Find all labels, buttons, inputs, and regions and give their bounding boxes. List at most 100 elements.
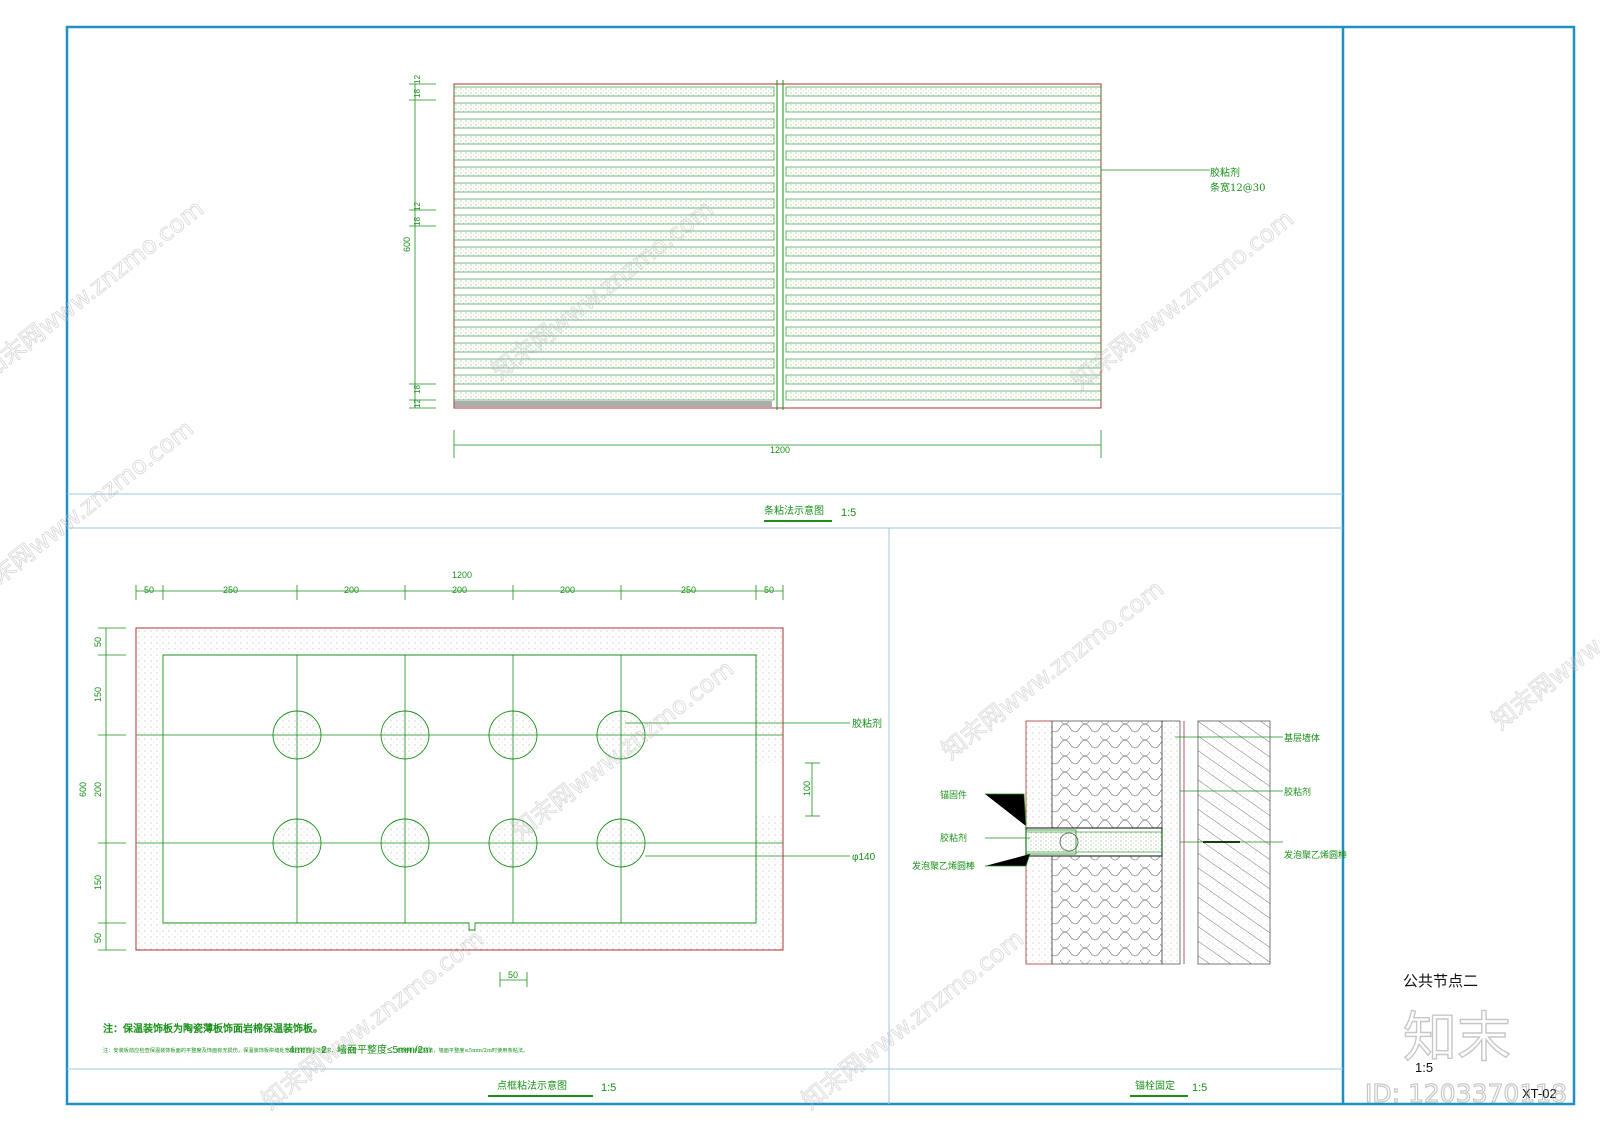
glue-strip bbox=[453, 262, 775, 273]
sheet-number: XT-02 bbox=[1522, 1086, 1557, 1101]
glue-strip bbox=[785, 358, 1102, 369]
note-small-d: 时使用点框粘法，墙面平整度≤5mm/2m时使用条粘法。 bbox=[397, 1046, 528, 1054]
dot-top-dimensions bbox=[135, 585, 784, 600]
glue-strip bbox=[785, 246, 1102, 257]
glue-strip bbox=[453, 230, 775, 241]
dim-dot-1200: 1200 bbox=[452, 570, 472, 580]
watermark-site-text: 知末网www.znzmo.com bbox=[796, 924, 1029, 1114]
top-view-title: 条粘法示意图 bbox=[764, 504, 824, 517]
glue-strip bbox=[785, 214, 1102, 225]
glue-dot bbox=[272, 818, 322, 868]
glue-strip bbox=[453, 166, 775, 177]
dim-dot-top-6: 50 bbox=[764, 585, 774, 595]
dim-top-18b: 18 bbox=[413, 217, 422, 226]
watermark-site-text: 知末网www.znzmo.com bbox=[1486, 544, 1600, 734]
dim-top-18a: 18 bbox=[413, 89, 422, 98]
dim-dot-left-600: 600 bbox=[78, 782, 88, 797]
dot-bottom-dimension bbox=[499, 972, 528, 987]
label-base-wall: 基层墙体 bbox=[1284, 732, 1320, 744]
dim-dot-top-2: 200 bbox=[344, 585, 359, 595]
callout-glue-dot: 胶粘剂 bbox=[852, 717, 882, 730]
glue-strip bbox=[785, 390, 1102, 401]
glue-dot bbox=[272, 710, 322, 760]
note-small-c: 墙面平整度≤5mm/2m bbox=[337, 1043, 431, 1056]
dim-dot-left-3: 150 bbox=[93, 875, 103, 890]
glue-strip bbox=[453, 246, 775, 257]
glue-strip bbox=[453, 278, 775, 289]
glue-dot bbox=[488, 710, 538, 760]
label-foam-rod-left: 发泡聚乙烯圆棒 bbox=[912, 860, 975, 872]
glue-strip bbox=[453, 310, 775, 321]
dot-view-title: 点框粘法示意图 bbox=[497, 1079, 567, 1092]
glue-dots bbox=[272, 710, 646, 868]
dim-top-18c: 18 bbox=[413, 385, 422, 394]
anchor-view-title: 锚栓固定 bbox=[1135, 1079, 1175, 1092]
title-block: 公共节点二 1:5 XT-02 bbox=[1403, 972, 1557, 1101]
watermark-site-text: 知末网www.znzmo.com bbox=[256, 924, 489, 1114]
label-anchor: 锚固件 bbox=[940, 789, 967, 801]
dot-view-scale: 1:5 bbox=[601, 1082, 616, 1094]
glue-strip bbox=[785, 134, 1102, 145]
glue-dot bbox=[380, 710, 430, 760]
dim-top-12c: 12 bbox=[413, 399, 422, 408]
dim-dot-top-3: 200 bbox=[452, 585, 467, 595]
glue-strip bbox=[453, 134, 775, 145]
note-main: 注：保温装饰板为陶瓷薄板饰面岩棉保温装饰板。 bbox=[103, 1022, 323, 1035]
glue-strip bbox=[453, 86, 775, 97]
note-small-b: 4mm，2 bbox=[289, 1045, 327, 1056]
grid-lines bbox=[136, 655, 783, 923]
glue-strip bbox=[453, 294, 775, 305]
dim-dot-left-0: 50 bbox=[93, 637, 103, 647]
top-bottom-dimension bbox=[453, 430, 1102, 458]
glue-strip bbox=[785, 310, 1102, 321]
dim-top-12a: 12 bbox=[413, 75, 422, 84]
dim-dot-left-1: 150 bbox=[93, 687, 103, 702]
glue-strip bbox=[453, 198, 775, 209]
glue-strip bbox=[785, 342, 1102, 353]
glue-dot bbox=[596, 818, 646, 868]
dim-dot-left-4: 50 bbox=[93, 933, 103, 943]
node-name: 公共节点二 bbox=[1403, 972, 1478, 990]
glue-strip bbox=[785, 198, 1102, 209]
glue-strip bbox=[785, 118, 1102, 129]
watermark-site-text: 知末网www.znzmo.com bbox=[0, 414, 199, 604]
glue-strip bbox=[453, 374, 775, 385]
glue-strip bbox=[785, 262, 1102, 273]
label-foam-rod-right: 发泡聚乙烯圆棒 bbox=[1284, 849, 1347, 861]
glue-strip bbox=[785, 150, 1102, 161]
glue-strip bbox=[785, 182, 1102, 193]
dim-top-1200: 1200 bbox=[770, 445, 790, 455]
notes: 注：保温装饰板为陶瓷薄板饰面岩棉保温装饰板。 注：安装板前应检查保温装饰板面的平… bbox=[103, 1022, 528, 1056]
glue-strip bbox=[453, 358, 775, 369]
watermark-id: ID: 1203370118 bbox=[1365, 1079, 1567, 1108]
callout-strip-width: 条宽12@30 bbox=[1210, 181, 1265, 194]
glue-strip bbox=[785, 102, 1102, 113]
glue-strip bbox=[785, 374, 1102, 385]
strip-bonding-plan: 18 12 18 12 600 18 12 1200 胶粘剂 条宽12@30 条… bbox=[402, 75, 1265, 522]
glue-strip bbox=[453, 102, 775, 113]
dim-dot-top-1: 250 bbox=[223, 585, 238, 595]
callout-phi: φ140 bbox=[852, 852, 876, 863]
glue-strip bbox=[785, 86, 1102, 97]
glue-dot bbox=[488, 818, 538, 868]
glue-strip bbox=[785, 230, 1102, 241]
glue-strip bbox=[785, 326, 1102, 337]
watermark-logo: 知末 bbox=[1403, 1006, 1511, 1069]
dim-top-600: 600 bbox=[402, 237, 412, 252]
dim-dot-top-5: 250 bbox=[681, 585, 696, 595]
dot-frame-bonding-plan: 1200 50 250 200 200 200 250 50 50 150 60… bbox=[78, 570, 882, 1097]
anchor-view-scale: 1:5 bbox=[1192, 1082, 1207, 1094]
anchor-fixing-section: 锚固件 胶粘剂 发泡聚乙烯圆棒 基层墙体 胶粘剂 发泡聚乙烯圆棒 锚栓固定 1:… bbox=[912, 720, 1347, 1097]
glue-strip bbox=[453, 326, 775, 337]
sheet-frame bbox=[65, 25, 1576, 1106]
label-glue-right: 胶粘剂 bbox=[1284, 786, 1311, 798]
dim-dot-right-100: 100 bbox=[802, 781, 812, 796]
glue-strip bbox=[785, 294, 1102, 305]
glue-strips bbox=[453, 86, 1102, 401]
glue-strip bbox=[785, 278, 1102, 289]
glue-strip bbox=[785, 166, 1102, 177]
glue-strip bbox=[453, 342, 775, 353]
glue-strip bbox=[453, 118, 775, 129]
label-glue-left: 胶粘剂 bbox=[940, 832, 967, 844]
dim-dot-left-2: 200 bbox=[93, 782, 103, 797]
